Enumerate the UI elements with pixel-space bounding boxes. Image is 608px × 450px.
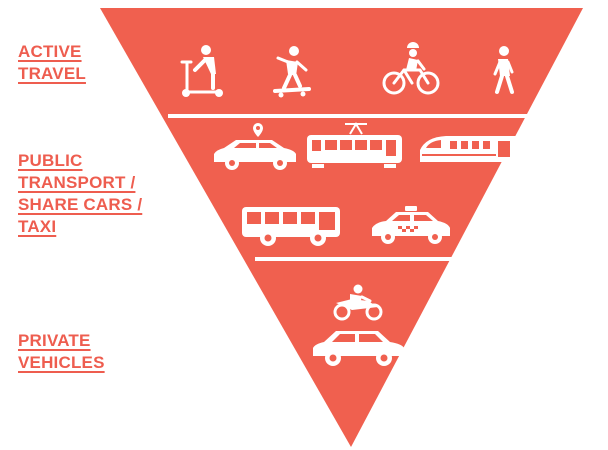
kick-scooter-icon [180,45,223,97]
tier-label-line: ACTIVE [18,42,82,61]
share-car-icon [214,123,296,170]
motorcycle-icon [333,284,383,321]
tier-label-line: VEHICLES [18,353,105,372]
pedestrian-icon [493,46,514,94]
inverted-pyramid [100,8,583,447]
tier-label-line: TRANSPORT / [18,173,136,192]
tier-label-private-vehicles: PRIVATE VEHICLES [18,330,105,374]
tier-label-line: SHARE CARS / [18,195,143,214]
bus-icon [242,207,340,246]
tier-divider-top [168,114,542,118]
tier-label-line: PUBLIC [18,151,83,170]
cyclist-icon [382,42,440,95]
tier-label-line: TRAVEL [18,64,86,83]
high-speed-train-icon [420,136,516,162]
taxi-icon [372,206,450,244]
tier-label-active-travel: ACTIVE TRAVEL [18,41,86,85]
skateboarder-icon [273,46,311,98]
tier-label-public-transport: PUBLIC TRANSPORT / SHARE CARS / TAXI [18,150,142,238]
tram-icon [307,122,402,168]
tier-label-line: TAXI [18,217,57,236]
private-car-icon [313,331,404,366]
tier-divider-bottom [255,257,455,261]
tier-label-line: PRIVATE [18,331,91,350]
